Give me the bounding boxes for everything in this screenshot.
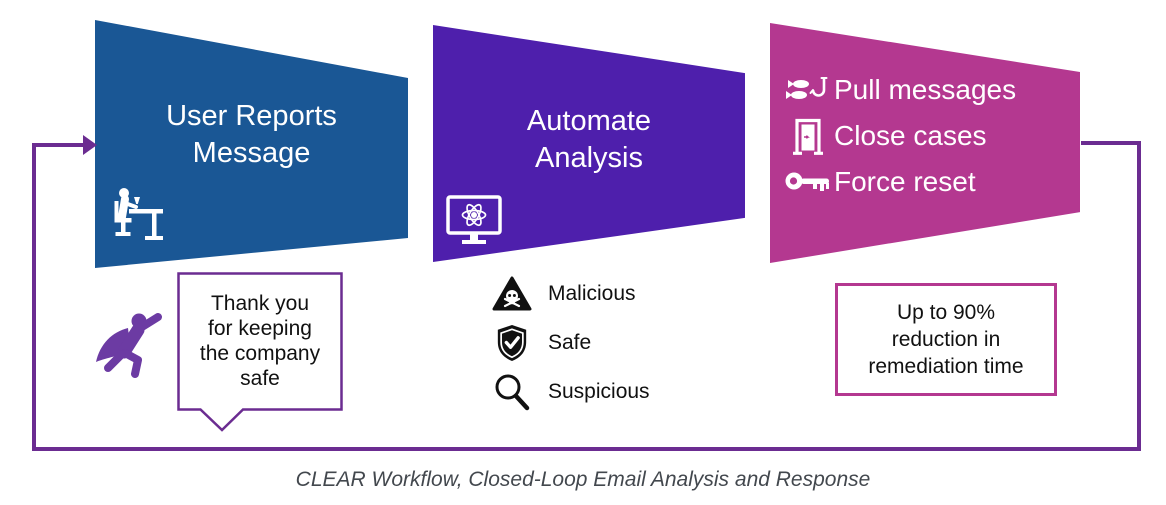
result-line: reduction in xyxy=(891,328,1001,351)
verdict-safe: Safe xyxy=(492,321,650,365)
action-pull-messages: Pull messages xyxy=(782,67,1074,113)
verdict-suspicious: Suspicious xyxy=(492,370,650,414)
step-user-reports-message: User Reports Message xyxy=(95,20,408,268)
verdict-list: Malicious Safe Suspicious xyxy=(492,272,650,419)
verdict-malicious: Malicious xyxy=(492,272,650,316)
verdict-label: Malicious xyxy=(548,282,636,305)
remediation-result-box: Up to 90% reduction in remediation time xyxy=(835,283,1057,396)
key-icon xyxy=(782,171,834,193)
diagram-caption: CLEAR Workflow, Closed-Loop Email Analys… xyxy=(295,468,871,491)
result-line: remediation time xyxy=(868,355,1024,378)
computer-atom-icon xyxy=(446,195,502,244)
bubble-line: safe xyxy=(240,367,280,390)
bubble-line: Thank you xyxy=(210,292,310,315)
response-actions-list: Pull messages Close cases xyxy=(782,67,1074,205)
action-label: Close cases xyxy=(834,120,987,151)
door-icon xyxy=(782,117,834,155)
action-label: Pull messages xyxy=(834,74,1017,105)
step2-title: Automate Analysis xyxy=(433,103,745,177)
result-line: Up to 90% xyxy=(896,301,996,324)
fish-hook-icon xyxy=(782,76,834,104)
action-close-cases: Close cases xyxy=(782,113,1074,159)
loop-arrowhead-icon xyxy=(83,135,97,155)
speech-bubble-outline xyxy=(177,272,343,432)
step1-title: User Reports Message xyxy=(95,98,408,172)
verdict-label: Safe xyxy=(548,331,592,354)
step1-title-line1: User Reports xyxy=(166,100,337,132)
skull-warning-icon xyxy=(492,276,532,312)
step2-title-line2: Analysis xyxy=(535,142,643,174)
magnifier-icon xyxy=(492,372,532,412)
bubble-line: the company xyxy=(199,342,321,365)
action-label: Force reset xyxy=(834,166,976,197)
closed-loop-arrow-line xyxy=(32,141,1141,451)
thank-you-speech-bubble: Thank you for keeping the company safe xyxy=(178,276,342,406)
action-force-reset: Force reset xyxy=(782,159,1074,205)
step1-title-line2: Message xyxy=(192,137,311,169)
verdict-label: Suspicious xyxy=(548,380,650,403)
superhero-icon xyxy=(96,313,162,378)
shield-check-icon xyxy=(492,323,532,363)
step2-title-line1: Automate xyxy=(526,105,652,137)
bubble-line: for keeping xyxy=(208,317,312,340)
person-at-desk-icon xyxy=(114,188,163,240)
